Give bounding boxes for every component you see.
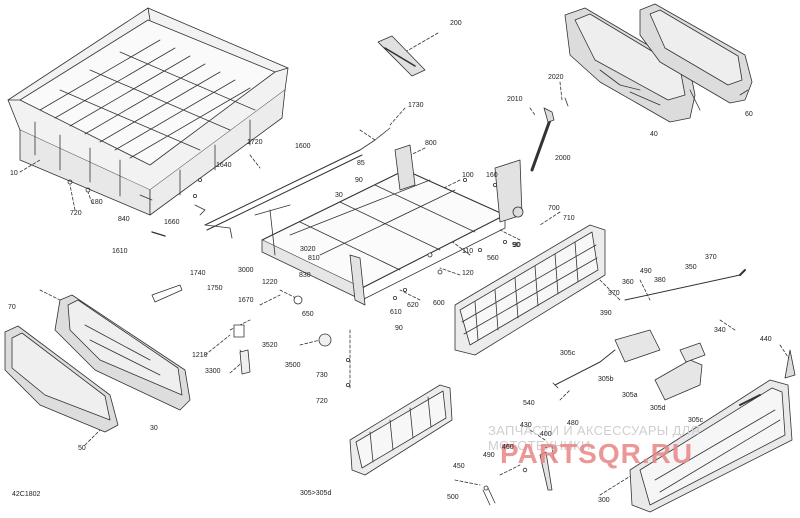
label-3020: 3020 bbox=[300, 246, 316, 253]
label-490b: 490 bbox=[483, 452, 495, 459]
box-fasteners bbox=[67, 177, 206, 237]
label-120: 120 bbox=[462, 270, 474, 277]
label-500: 500 bbox=[447, 494, 459, 501]
label-440: 440 bbox=[760, 336, 772, 343]
cargo-box bbox=[7, 7, 289, 216]
label-730: 730 bbox=[316, 372, 328, 379]
label-30-top: 30 bbox=[335, 192, 343, 199]
tailgate-inner-panel bbox=[454, 224, 606, 356]
label-10: 10 bbox=[10, 170, 18, 177]
label-70: 70 bbox=[8, 304, 16, 311]
label-60: 60 bbox=[745, 111, 753, 118]
decal-part bbox=[377, 35, 426, 77]
label-90d: 90 bbox=[512, 242, 520, 249]
label-390: 390 bbox=[600, 310, 612, 317]
label-1730: 1730 bbox=[408, 102, 424, 109]
label-305b: 305b bbox=[598, 376, 614, 383]
label-1640: 1640 bbox=[216, 162, 232, 169]
bed-frame bbox=[254, 144, 524, 306]
tailgate-hinges bbox=[482, 445, 555, 506]
label-3500: 3500 bbox=[285, 362, 301, 369]
label-1610: 1610 bbox=[112, 248, 128, 255]
label-1220: 1220 bbox=[262, 279, 278, 286]
label-480: 480 bbox=[567, 420, 579, 427]
label-1750: 1750 bbox=[207, 285, 223, 292]
label-1720: 1720 bbox=[247, 139, 263, 146]
label-2000: 2000 bbox=[555, 155, 571, 162]
label-40: 40 bbox=[650, 131, 658, 138]
label-720: 720 bbox=[70, 210, 82, 217]
label-50: 50 bbox=[78, 445, 86, 452]
label-110: 110 bbox=[462, 248, 474, 255]
label-380: 380 bbox=[654, 277, 666, 284]
label-1740: 1740 bbox=[190, 270, 206, 277]
small-hardware bbox=[151, 177, 507, 387]
label-610: 610 bbox=[390, 309, 402, 316]
label-400: 400 bbox=[540, 431, 552, 438]
label-305d: 305d bbox=[650, 405, 666, 412]
tailgate-rod bbox=[552, 269, 746, 389]
leader-lines bbox=[19, 32, 791, 496]
label-30: 30 bbox=[150, 425, 158, 432]
label-720b: 720 bbox=[316, 398, 328, 405]
label-1660: 1660 bbox=[164, 219, 180, 226]
label-460: 460 bbox=[502, 444, 514, 451]
label-340: 340 bbox=[714, 327, 726, 334]
bracket-part bbox=[239, 349, 251, 375]
tailgate-outer bbox=[629, 349, 796, 513]
label-90c: 90 bbox=[395, 325, 403, 332]
label-600: 600 bbox=[433, 300, 445, 307]
label-370: 370 bbox=[705, 254, 717, 261]
latch-assemblies bbox=[614, 329, 706, 401]
label-90b: 90 bbox=[513, 242, 521, 249]
label-810: 810 bbox=[308, 255, 320, 262]
watermark-logo: PARTSQR.RU bbox=[500, 438, 694, 469]
label-560: 560 bbox=[487, 255, 499, 262]
label-700: 700 bbox=[548, 205, 560, 212]
label-360: 360 bbox=[622, 279, 634, 286]
label-800: 800 bbox=[425, 140, 437, 147]
label-200: 200 bbox=[450, 20, 462, 27]
label-370b: 370 bbox=[608, 290, 620, 297]
label-2010: 2010 bbox=[507, 96, 523, 103]
label-620: 620 bbox=[407, 302, 419, 309]
label-490: 490 bbox=[640, 268, 652, 275]
label-305c-b: 305c bbox=[688, 417, 704, 424]
label-710: 710 bbox=[563, 215, 575, 222]
side-panels-left bbox=[4, 294, 191, 433]
label-830: 830 bbox=[299, 272, 311, 279]
label-2020: 2020 bbox=[548, 74, 564, 81]
diagram-code: 42C1802 bbox=[12, 491, 41, 498]
label-305-305d: 305>305d bbox=[300, 490, 332, 497]
label-840: 840 bbox=[118, 216, 130, 223]
tailgate-lower-panel bbox=[349, 384, 453, 476]
label-100: 100 bbox=[462, 172, 474, 179]
label-305c: 305c bbox=[560, 350, 576, 357]
watermark-text: ЗАПЧАСТИ И АКСЕССУАРЫ ДЛЯ МОТОТЕХНИКИ bbox=[488, 423, 701, 453]
label-1670: 1670 bbox=[238, 297, 254, 304]
side-panels-top bbox=[564, 3, 753, 123]
label-430: 430 bbox=[520, 422, 532, 429]
label-305a: 305a bbox=[622, 392, 638, 399]
label-350: 350 bbox=[685, 264, 697, 271]
label-90: 90 bbox=[355, 177, 363, 184]
label-85: 85 bbox=[357, 160, 365, 167]
label-3300: 3300 bbox=[205, 368, 221, 375]
label-160: 160 bbox=[486, 172, 498, 179]
label-3520: 3520 bbox=[262, 342, 278, 349]
label-540: 540 bbox=[523, 400, 535, 407]
label-3000: 3000 bbox=[238, 267, 254, 274]
label-1210: 1210 bbox=[192, 352, 208, 359]
latch-rod bbox=[204, 127, 391, 239]
gas-strut bbox=[530, 97, 569, 172]
label-1600: 1600 bbox=[295, 143, 311, 150]
label-300: 300 bbox=[598, 497, 610, 504]
label-450: 450 bbox=[453, 463, 465, 470]
label-650: 650 bbox=[302, 311, 314, 318]
label-180: 180 bbox=[91, 199, 103, 206]
